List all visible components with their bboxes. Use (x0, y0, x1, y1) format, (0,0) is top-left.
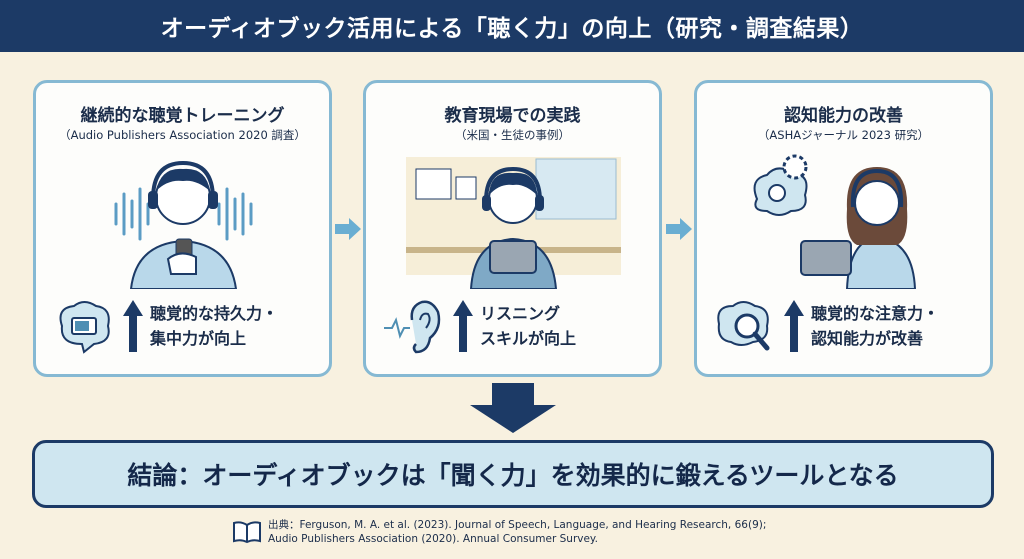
card-heading: 認知能力の改善 (784, 106, 903, 126)
result-row: 聴覚的な注意力・認知能力が改善 (713, 295, 983, 357)
arrow-down-icon (470, 383, 556, 433)
ear-soundwave-icon (384, 300, 441, 354)
result-row: 聴覚的な持久力・集中力が向上 (52, 295, 322, 357)
card-subtitle: （ASHAジャーナル 2023 研究） (757, 128, 930, 142)
card-subtitle: （米国・生徒の事例） (455, 128, 570, 142)
result-line: 聴覚的な持久力・ (150, 304, 279, 323)
person-with-headphones-illustration (114, 160, 253, 289)
arrow-right-icon (666, 218, 692, 240)
citation: 出典：Ferguson, M. A. et al. (2023). Journa… (232, 518, 766, 546)
result-line: 認知能力が改善 (811, 329, 924, 348)
citation-line: Audio Publishers Association (2020). Ann… (268, 533, 598, 545)
brain-battery-icon (59, 301, 110, 354)
card-classroom-practice: 教育現場での実践 （米国・生徒の事例） リスニングスキルが向上 (363, 80, 662, 377)
book-icon (233, 521, 261, 544)
result-line: リスニング (480, 304, 561, 323)
result-line: スキルが向上 (480, 329, 577, 348)
result-line: 集中力が向上 (150, 329, 247, 348)
card-listening-training: 継続的な聴覚トレーニング （Audio Publishers Associati… (33, 80, 332, 377)
brain-magnifier-icon (717, 301, 770, 351)
card-cognitive-improvement: 認知能力の改善 （ASHAジャーナル 2023 研究） 聴覚的な注意力・認知能力… (694, 80, 993, 377)
result-line: 聴覚的な注意力・ (811, 304, 940, 323)
arrow-up-icon (453, 300, 473, 352)
card-heading: 継続的な聴覚トレーニング (80, 106, 285, 126)
woman-with-tablet-illustration (753, 154, 917, 289)
arrow-up-icon (784, 300, 804, 352)
page-title: オーディオブック活用による「聴く力」の向上（研究・調査結果） (0, 0, 1024, 52)
student-with-tablet-illustration (406, 157, 621, 289)
card-subtitle: （Audio Publishers Association 2020 調査） (59, 128, 306, 142)
card-heading: 教育現場での実践 (444, 106, 581, 126)
citation-line: 出典：Ferguson, M. A. et al. (2023). Journa… (268, 519, 767, 531)
conclusion-banner: 結論：オーディオブックは「聞く力」を効果的に鍛えるツールとなる (32, 440, 994, 508)
arrow-right-icon (335, 218, 361, 240)
arrow-up-icon (123, 300, 143, 352)
result-row: リスニングスキルが向上 (382, 295, 652, 357)
